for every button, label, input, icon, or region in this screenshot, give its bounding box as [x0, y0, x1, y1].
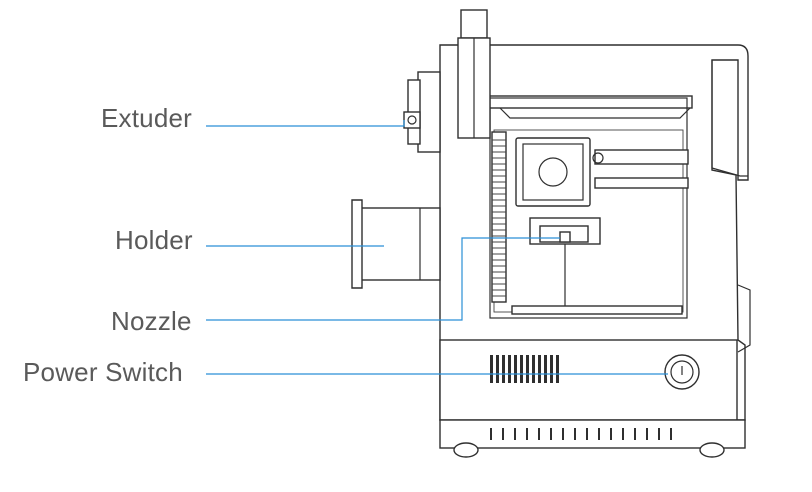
callout-power-switch-label: Power Switch: [23, 357, 183, 387]
stepper-motor: [515, 137, 591, 207]
foot-right: [699, 442, 725, 458]
leader-nozzle: [206, 237, 560, 321]
callout-extruder-label: Extuder: [101, 103, 193, 133]
callout-nozzle-label: Nozzle: [111, 306, 192, 336]
filament-tube: [460, 9, 488, 39]
printer-side-panel: [711, 60, 748, 177]
vent-grill: [490, 355, 559, 383]
printer-side-panel-lower: [737, 284, 751, 353]
bottom-vents: [490, 428, 672, 440]
printer-foot-base: [439, 419, 746, 449]
print-chamber: [489, 97, 688, 319]
spool-holder: [359, 207, 441, 281]
foot-left: [453, 442, 479, 458]
print-bed: [511, 305, 683, 315]
x-axis-rail: [594, 149, 689, 165]
callout-holder-label: Holder: [115, 225, 193, 255]
nozzle-tip: [559, 231, 571, 243]
extruder-body: [417, 71, 441, 153]
screw-teeth: [492, 139, 506, 297]
lead-screw: [491, 131, 507, 303]
leader-extruder: [206, 120, 405, 127]
